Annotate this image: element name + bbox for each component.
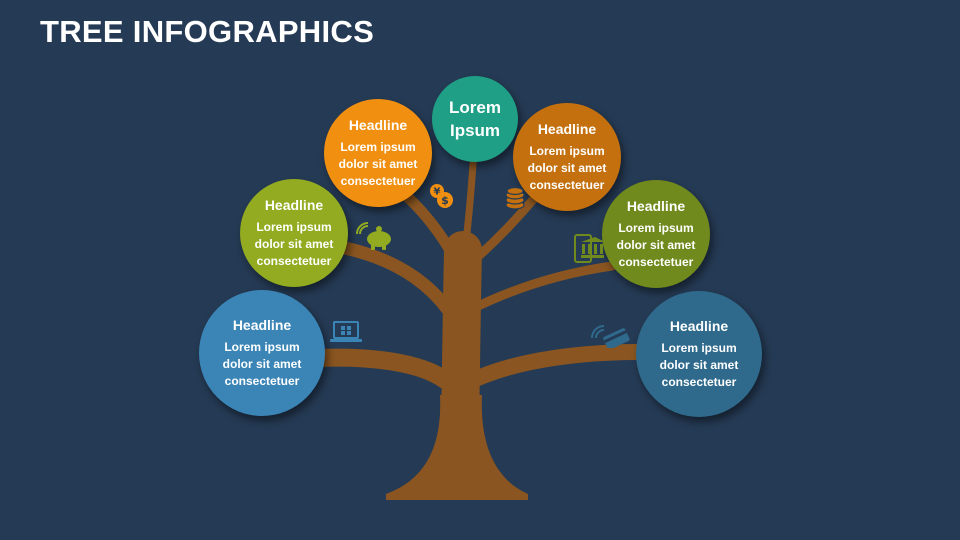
node-text-line: dolor sit amet	[254, 236, 334, 251]
node-text-line: consectetuer	[340, 173, 416, 188]
node-headline: Headline	[264, 196, 324, 213]
page-title: TREE INFOGRAPHICS	[40, 14, 375, 49]
node-text-line: dolor sit amet	[659, 357, 739, 372]
node-text-line: Lorem ipsum	[618, 220, 694, 235]
node-text-line: Lorem ipsum	[256, 219, 332, 234]
node-text-line: consectetuer	[618, 254, 694, 269]
node-text-line: Lorem ipsum	[661, 340, 737, 355]
node-text-line: consectetuer	[529, 177, 605, 192]
node-text-line: Lorem ipsum	[340, 139, 416, 154]
branch-left-low	[309, 348, 454, 389]
node-headline: Headline	[348, 116, 408, 133]
node-headline: Headline	[232, 316, 292, 333]
node-text-line: dolor sit amet	[338, 156, 418, 171]
node-blue: Headline Lorem ipsum dolor sit amet cons…	[199, 290, 325, 416]
node-text-line: dolor sit amet	[527, 160, 607, 175]
node-text-line: Lorem ipsum	[224, 339, 300, 354]
laptop-icon	[330, 321, 362, 342]
node-text-line: dolor sit amet	[616, 237, 696, 252]
node-headline: Headline	[537, 120, 597, 137]
piggy-bank-icon	[356, 222, 391, 250]
center-node: Lorem Ipsum	[432, 76, 518, 162]
node-orange: Headline Lorem ipsum dolor sit amet cons…	[324, 99, 432, 207]
node-headline: Headline	[669, 317, 729, 334]
node-text-line: consectetuer	[256, 253, 332, 268]
branch-right-top	[460, 190, 542, 273]
branch-right-low	[470, 344, 648, 386]
svg-text:¥: ¥	[434, 187, 441, 198]
node-lime: Headline Lorem ipsum dolor sit amet cons…	[240, 179, 348, 287]
node-steel-blue: Headline Lorem ipsum dolor sit amet cons…	[636, 291, 762, 417]
node-olive: Headline Lorem ipsum dolor sit amet cons…	[602, 180, 710, 288]
wireless-card-icon	[591, 325, 630, 348]
node-dark-orange: Headline Lorem ipsum dolor sit amet cons…	[513, 103, 621, 211]
branch-right-mid	[465, 261, 617, 315]
node-headline: Headline	[626, 197, 686, 214]
node-text-line: consectetuer	[661, 374, 737, 389]
coin-stack-icon	[505, 186, 525, 210]
center-node-line-2: Ipsum	[449, 121, 501, 140]
node-text-line: consectetuer	[224, 373, 300, 388]
svg-text:$: $	[441, 194, 449, 207]
node-text-line: Lorem ipsum	[529, 143, 605, 158]
center-node-line-1: Lorem	[449, 98, 501, 117]
branch-left-mid	[338, 241, 462, 327]
node-text-line: dolor sit amet	[222, 356, 302, 371]
currency-coins-icon: ¥ $	[430, 184, 453, 208]
mobile-bank-icon	[574, 234, 605, 263]
